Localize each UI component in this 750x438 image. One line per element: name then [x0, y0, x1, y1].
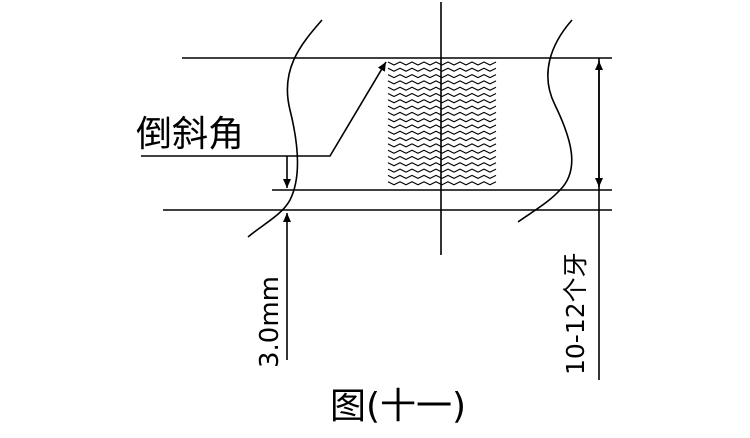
thread-line — [387, 67, 497, 72]
right-break-line — [517, 19, 573, 223]
thread-line — [387, 168, 497, 173]
thread-line — [387, 73, 497, 79]
thread-line — [387, 105, 497, 110]
thread-line — [387, 99, 497, 104]
thread-line — [387, 149, 497, 154]
thread-line — [387, 111, 497, 117]
chamfer-leader — [141, 61, 387, 157]
thread-line — [387, 130, 497, 135]
thread-line — [387, 162, 497, 167]
thread-line — [387, 86, 497, 91]
thread-line — [387, 92, 497, 98]
chamfer-dimension-label: 3.0mm — [255, 276, 285, 368]
thread-line — [387, 80, 497, 85]
thread-count-label: 10-12个牙 — [561, 252, 590, 375]
thread-line — [387, 181, 497, 186]
thread-line — [387, 174, 497, 180]
left-break-line — [247, 19, 323, 238]
chamfer-label: 倒斜角 — [136, 114, 244, 155]
thread-line — [387, 124, 497, 129]
thread-line — [387, 61, 497, 66]
thread-line — [387, 155, 497, 161]
thread-line — [387, 143, 497, 148]
thread-line — [387, 136, 497, 142]
thread-hatching — [387, 61, 497, 186]
thread-line — [387, 118, 497, 123]
figure-caption: 图(十一) — [330, 386, 466, 427]
